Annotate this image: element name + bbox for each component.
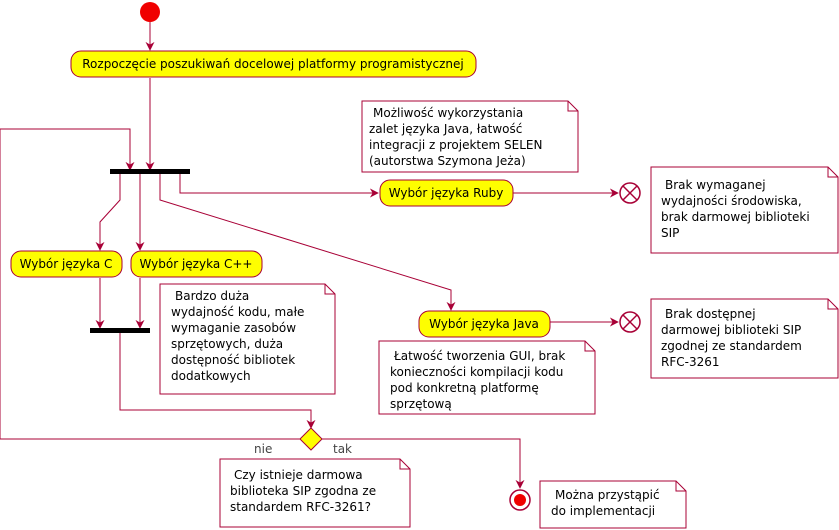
note-java-pro: Łatwość tworzenia GUI, brak konieczności… bbox=[378, 340, 596, 415]
edges bbox=[0, 22, 619, 489]
edge-decision-to-final bbox=[322, 438, 525, 489]
guard-no-label: nie bbox=[254, 442, 272, 456]
activity-cpp: Wybór języka C++ bbox=[130, 250, 263, 278]
note-c-pro: Bardzo duża wydajność kodu, małe wymagan… bbox=[159, 283, 336, 395]
end-node bbox=[509, 489, 531, 511]
edge-join-to-decision bbox=[119, 333, 316, 429]
edge-loop-back bbox=[0, 128, 300, 440]
note-java-con: Brak dostępnej darmowej biblioteki SIP z… bbox=[650, 298, 839, 379]
note-text: Brak wymaganej wydajności środowiska, br… bbox=[661, 178, 814, 240]
activity-c: Wybór języka C bbox=[10, 250, 123, 278]
note-text: Można przystąpić do implementacji bbox=[551, 488, 663, 518]
guard-yes-label: tak bbox=[333, 442, 352, 456]
flow-final-ruby bbox=[619, 182, 641, 204]
activity-label: Wybór języka C++ bbox=[140, 257, 253, 271]
note-text: Możliwość wykorzystania zalet języka Jav… bbox=[369, 106, 546, 168]
note-text: Brak dostępnej darmowej biblioteki SIP z… bbox=[661, 307, 806, 369]
activity-ruby: Wybór języka Ruby bbox=[379, 179, 514, 207]
flow-final-java bbox=[619, 311, 641, 333]
note-text: Czy istnieje darmowa biblioteka SIP zgod… bbox=[230, 468, 380, 514]
activity-label: Rozpoczęcie poszukiwań docelowej platfor… bbox=[82, 57, 464, 71]
edge-fork-to-java bbox=[159, 173, 456, 311]
edge-fork-to-c bbox=[95, 173, 121, 251]
activity-label: Wybór języka C bbox=[20, 257, 113, 271]
note-ruby-pro: Możliwość wykorzystania zalet języka Jav… bbox=[361, 100, 579, 173]
activity-java: Wybór języka Java bbox=[418, 310, 551, 338]
fork-bar bbox=[110, 169, 190, 174]
note-text: Łatwość tworzenia GUI, brak konieczności… bbox=[390, 349, 569, 411]
join-bar bbox=[90, 328, 150, 333]
activity-label: Wybór języka Ruby bbox=[389, 186, 504, 200]
start-node bbox=[140, 2, 160, 22]
edge-fork-to-ruby bbox=[179, 173, 379, 198]
note-final: Można przystąpić do implementacji bbox=[539, 480, 687, 529]
decision-node bbox=[299, 427, 323, 451]
note-text: Bardzo duża wydajność kodu, małe wymagan… bbox=[171, 289, 308, 383]
note-decision-question: Czy istnieje darmowa biblioteka SIP zgod… bbox=[219, 458, 411, 528]
activity-label: Wybór języka Java bbox=[429, 317, 539, 331]
note-ruby-con: Brak wymaganej wydajności środowiska, br… bbox=[650, 166, 839, 254]
activity-start-search: Rozpoczęcie poszukiwań docelowej platfor… bbox=[70, 50, 477, 78]
